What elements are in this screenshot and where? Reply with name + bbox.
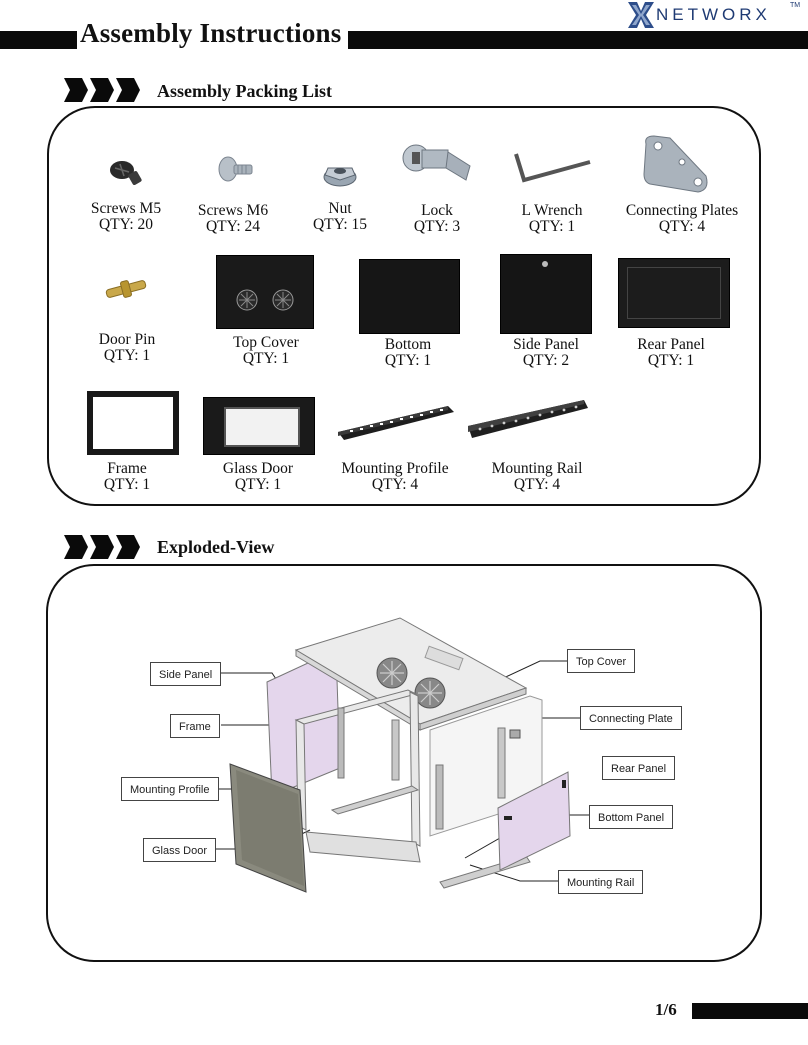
item-qty: QTY: 4 (513, 476, 561, 493)
item-qty: QTY: 4 (371, 476, 419, 493)
exploded-view-title: Exploded-View (157, 537, 275, 557)
item-name: Door Pin (98, 331, 156, 348)
rear-panel-image (618, 258, 730, 328)
item-name: Screws M6 (197, 202, 269, 219)
item-name: Glass Door (222, 460, 294, 477)
header-bar-left (0, 31, 77, 49)
item-qty: QTY: 1 (103, 476, 151, 493)
packing-list-title: Assembly Packing List (157, 81, 333, 101)
item-qty: QTY: 1 (103, 347, 151, 364)
glass-door-image (203, 397, 315, 455)
item-qty: QTY: 1 (647, 352, 695, 369)
packing-item: Door Pin QTY: 1 (72, 332, 182, 364)
item-name: L Wrench (521, 202, 583, 219)
door-pin-image (105, 280, 147, 298)
item-name: Side Panel (513, 336, 579, 353)
header-bar-right (348, 31, 808, 49)
packing-item: Bottom QTY: 1 (353, 337, 463, 369)
item-qty: QTY: 15 (312, 216, 368, 233)
label-bottom-panel: Bottom Panel (589, 805, 674, 829)
mounting-profile-image (338, 406, 454, 440)
item-qty: QTY: 3 (413, 218, 461, 235)
packing-list-panel (47, 106, 761, 506)
item-name: Mounting Rail (491, 460, 583, 477)
packing-item: Rear Panel QTY: 1 (616, 337, 726, 369)
networx-logo: NETWORX TM (626, 0, 808, 30)
page-title: Assembly Instructions (80, 18, 342, 48)
label-frame: Frame (170, 714, 220, 738)
footer-bar (692, 1003, 808, 1019)
item-name: Top Cover (233, 334, 299, 351)
item-qty: QTY: 1 (234, 476, 282, 493)
label-side-panel: Side Panel (150, 662, 222, 686)
label-glass-door: Glass Door (143, 838, 217, 862)
packing-item: L Wrench QTY: 1 (497, 203, 607, 235)
item-qty: QTY: 20 (98, 216, 154, 233)
packing-item: Lock QTY: 3 (382, 203, 492, 235)
connecting-plate-image (643, 135, 708, 193)
label-connecting-plate: Connecting Plate (580, 706, 682, 730)
nut-image (323, 167, 357, 187)
packing-item: Mounting Rail QTY: 4 (472, 461, 602, 493)
item-name: Bottom (384, 336, 432, 353)
item-name: Lock (421, 202, 453, 219)
item-qty: QTY: 1 (528, 218, 576, 235)
item-name: Frame (107, 460, 147, 477)
item-qty: QTY: 1 (384, 352, 432, 369)
item-qty: QTY: 1 (242, 350, 290, 367)
l-wrench-image (514, 153, 591, 183)
packing-item: Screws M6 QTY: 24 (178, 203, 288, 235)
page-number: 1/6 (655, 1000, 677, 1019)
lock-image (402, 144, 471, 181)
logo-text: NETWORX (656, 5, 771, 24)
packing-item: Frame QTY: 1 (72, 461, 182, 493)
section-arrows-icon (64, 535, 140, 559)
side-panel-image (500, 254, 592, 334)
top-cover-image (216, 255, 314, 329)
networx-logo-icon (628, 2, 654, 28)
item-name: Mounting Profile (341, 460, 449, 477)
exploded-view-diagram (212, 617, 589, 893)
item-qty: QTY: 2 (522, 352, 570, 369)
label-mounting-rail: Mounting Rail (558, 870, 644, 894)
item-name: Connecting Plates (625, 202, 739, 219)
item-name: Nut (328, 200, 352, 217)
exploded-view-panel (46, 564, 762, 962)
screw-m6-image (218, 156, 253, 182)
label-rear-panel: Rear Panel (602, 756, 676, 780)
screw-m5-image (110, 161, 142, 185)
packing-item: Nut QTY: 15 (285, 201, 395, 233)
label-mounting-profile: Mounting Profile (121, 777, 219, 801)
section-arrows-icon (64, 78, 140, 102)
packing-item: Connecting Plates QTY: 4 (617, 203, 747, 235)
label-top-cover: Top Cover (567, 649, 636, 673)
bottom-image (359, 259, 460, 334)
packing-item: Side Panel QTY: 2 (491, 337, 601, 369)
packing-item: Top Cover QTY: 1 (211, 335, 321, 367)
item-qty: QTY: 4 (658, 218, 706, 235)
item-name: Rear Panel (637, 336, 705, 353)
packing-item: Screws M5 QTY: 20 (71, 201, 181, 233)
mounting-rail-image (468, 400, 588, 438)
item-qty: QTY: 24 (205, 218, 261, 235)
frame-image (87, 391, 179, 455)
item-name: Screws M5 (90, 200, 162, 217)
logo-trademark: TM (790, 2, 801, 9)
packing-item: Glass Door QTY: 1 (203, 461, 313, 493)
packing-item: Mounting Profile QTY: 4 (330, 461, 460, 493)
